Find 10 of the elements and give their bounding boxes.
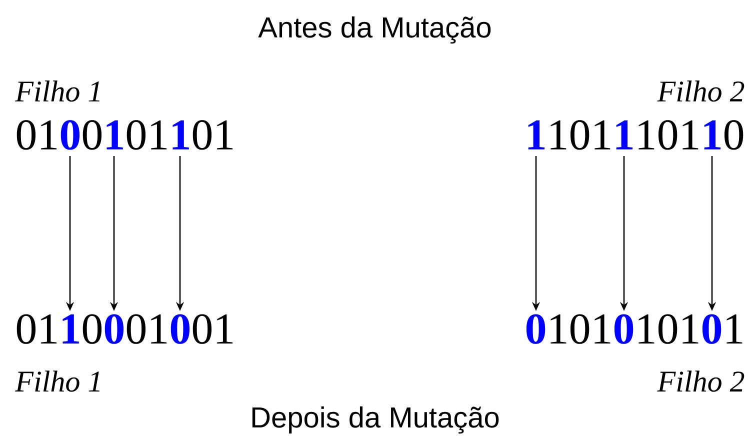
child-label: Filho 2 bbox=[657, 370, 744, 392]
caption: Depois da Mutação bbox=[252, 406, 499, 434]
child-label: Filho 1 bbox=[15, 370, 100, 392]
bit-string: 0100101101 bbox=[16, 120, 233, 150]
child-label: Filho 2 bbox=[657, 80, 744, 102]
child-label: Filho 1 bbox=[15, 80, 100, 102]
title: Antes da Mutação bbox=[258, 16, 491, 44]
bit-string: 0101010101 bbox=[526, 314, 742, 344]
bit-string: 1101110110 bbox=[528, 120, 744, 150]
bit-string: 0110001001 bbox=[16, 314, 233, 344]
